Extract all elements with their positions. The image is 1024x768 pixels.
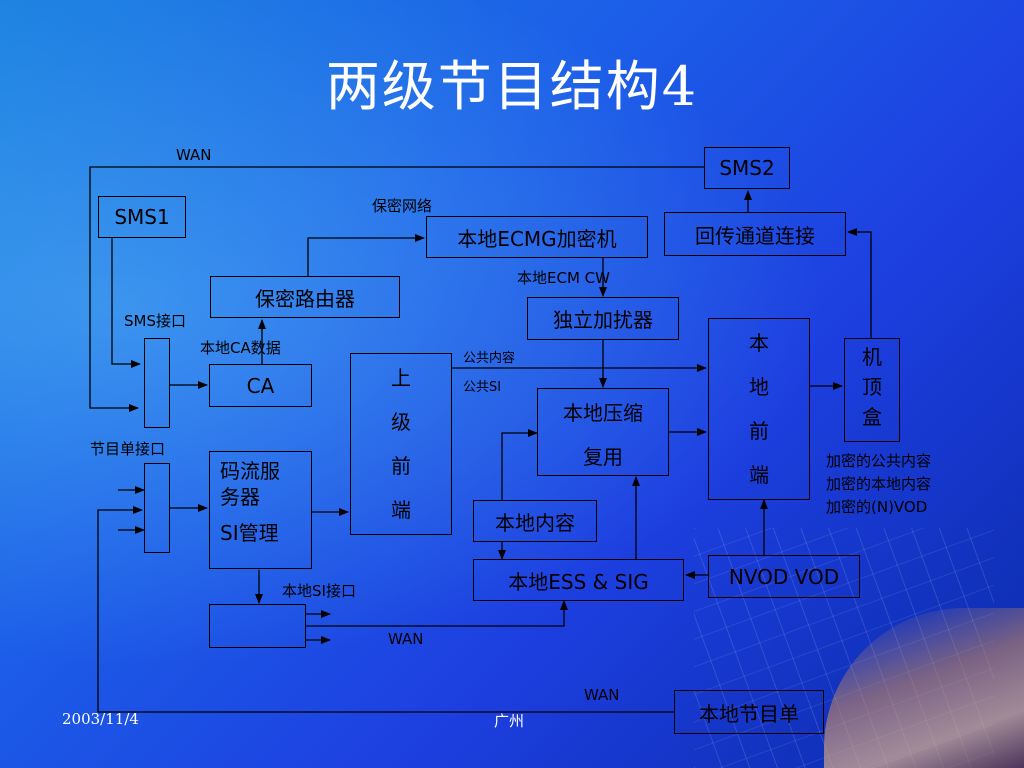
local-frontend-char-3: 前 [749, 419, 769, 443]
upper-frontend-char-1: 上 [391, 366, 411, 390]
stream-server-line-3: SI管理 [220, 521, 279, 545]
wan-bottom-line [97, 506, 674, 713]
local-ca-data-label: 本地CA数据 [200, 339, 281, 357]
ca-box: CA [209, 364, 312, 407]
set-top-box-char-3: 盒 [862, 405, 882, 429]
local-mux-line-2: 复用 [583, 445, 623, 469]
set-top-box-char-1: 机 [862, 345, 882, 369]
set-top-box: 机 顶 盒 [844, 338, 900, 442]
stream-server-line-2: 务器 [220, 485, 260, 509]
program-list-interface-box [144, 463, 170, 553]
program-list-interface-label: 节目单接口 [90, 440, 166, 458]
set-top-box-char-2: 顶 [862, 375, 882, 399]
local-frontend-char-1: 本 [749, 331, 769, 355]
scrambler-box: 独立加扰器 [527, 297, 679, 340]
local-si-interface-label: 本地SI接口 [282, 582, 356, 600]
local-ecm-cw-label: 本地ECM CW [517, 269, 610, 287]
local-ess-sig-box: 本地ESS & SIG [473, 559, 684, 601]
local-mux-box: 本地压缩 复用 [537, 388, 669, 476]
wan-top-line [89, 166, 704, 412]
upper-frontend-char-3: 前 [391, 454, 411, 478]
encrypted-public-label: 加密的公共内容 [826, 452, 932, 470]
public-si-label: 公共SI [463, 380, 502, 395]
local-ecmg-box: 本地ECMG加密机 [426, 216, 648, 258]
content-to-mux-line [501, 429, 538, 500]
sms2-box: SMS2 [704, 147, 790, 189]
upper-frontend-char-4: 端 [391, 498, 411, 522]
footer-location: 广州 [494, 712, 525, 730]
nvod-vod-box: NVOD VOD [708, 555, 860, 598]
local-mux-line-1: 本地压缩 [563, 401, 643, 425]
secure-router-box: 保密路由器 [210, 276, 400, 318]
public-content-label: 公共内容 [463, 351, 516, 366]
secure-network-label: 保密网络 [372, 197, 433, 215]
local-content-box: 本地内容 [473, 500, 597, 542]
wan-bottom-label: WAN [584, 686, 620, 704]
local-frontend-char-2: 地 [749, 375, 769, 399]
local-program-list-box: 本地节目单 [674, 690, 824, 734]
wan-top-label: WAN [176, 146, 212, 164]
return-channel-box: 回传通道连接 [664, 212, 846, 256]
encrypted-local-label: 加密的本地内容 [826, 475, 932, 493]
footer-date: 2003/11/4 [62, 710, 139, 728]
local-si-box [209, 604, 306, 648]
sms1-line [111, 238, 141, 368]
stb-to-return-line [847, 228, 872, 338]
slide-title: 两级节目结构4 [325, 55, 699, 118]
upper-frontend-box: 上 级 前 端 [350, 353, 452, 535]
encrypted-nvod-label: 加密的(N)VOD [826, 498, 928, 516]
stream-server-box: 码流服 务器 SI管理 [209, 451, 312, 569]
local-frontend-char-4: 端 [749, 463, 769, 487]
si-to-ess-line [306, 600, 568, 627]
stream-server-line-1: 码流服 [220, 459, 280, 483]
wan-mid-label: WAN [388, 630, 424, 648]
local-frontend-box: 本 地 前 端 [708, 318, 810, 500]
sms-interface-label: SMS接口 [124, 312, 186, 330]
sms-interface-box [144, 338, 170, 428]
upper-frontend-char-2: 级 [391, 410, 411, 434]
router-to-ecmg-line [307, 234, 425, 276]
sms1-box: SMS1 [98, 196, 186, 238]
